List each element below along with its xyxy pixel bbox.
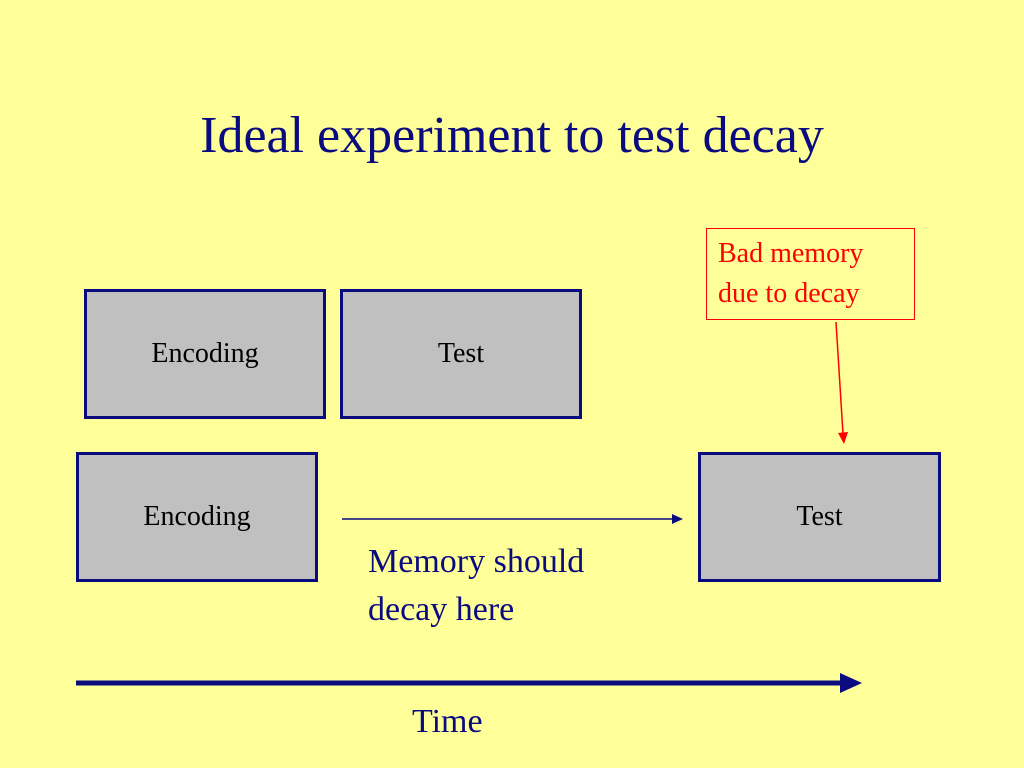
test-label: Test <box>437 338 485 369</box>
callout-pointer-arrow <box>835 321 848 444</box>
decay-note-line-1: Memory should <box>368 543 585 580</box>
test-box-immediate: Test <box>340 289 582 419</box>
callout-line-2: due to decay <box>718 278 860 309</box>
encoding-label: Encoding <box>143 501 251 532</box>
time-label: Time <box>412 703 483 740</box>
test-label: Test <box>796 501 843 532</box>
test-box-delayed: Test <box>698 452 941 582</box>
decay-note: Memory should decay here <box>368 538 584 634</box>
delay-arrow <box>342 514 683 524</box>
encoding-box-delayed: Encoding <box>76 452 318 582</box>
encoding-box-immediate: Encoding <box>84 289 326 419</box>
slide-title: Ideal experiment to test decay <box>200 107 824 164</box>
bad-memory-callout: Bad memory due to decay <box>706 228 915 320</box>
callout-line-1: Bad memory <box>718 238 864 269</box>
decay-note-line-2: decay here <box>368 591 515 628</box>
encoding-label: Encoding <box>151 338 259 369</box>
time-axis-arrow <box>76 673 862 693</box>
